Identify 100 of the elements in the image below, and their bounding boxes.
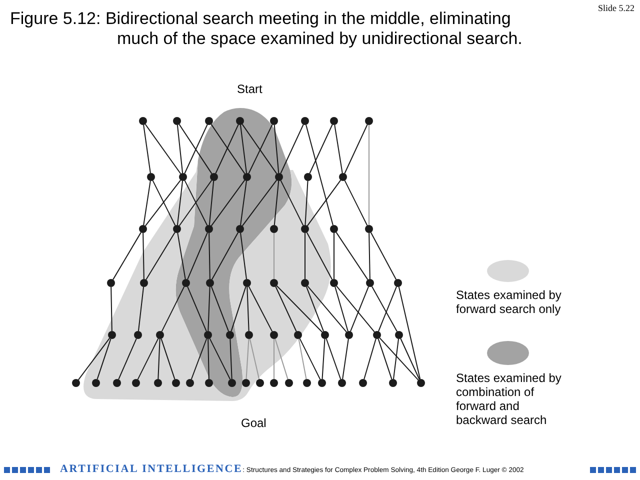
node-dot bbox=[318, 379, 326, 387]
node-dot bbox=[359, 379, 367, 387]
connector-line bbox=[187, 232, 208, 280]
connector-line bbox=[112, 232, 142, 280]
connector-line bbox=[368, 232, 370, 280]
connector-line bbox=[334, 124, 343, 174]
connector-line bbox=[96, 338, 112, 380]
node-dot bbox=[256, 379, 264, 387]
connector-line bbox=[248, 286, 273, 332]
connector-line bbox=[138, 286, 144, 332]
connector-line bbox=[240, 124, 247, 174]
connector-line bbox=[246, 338, 250, 380]
connector-line bbox=[299, 338, 321, 380]
connector-line bbox=[398, 286, 421, 380]
connector-line bbox=[249, 338, 260, 380]
connector-line bbox=[309, 124, 333, 174]
connector-line bbox=[152, 180, 176, 226]
connector-line bbox=[274, 338, 288, 380]
slide-number: Slide 5.22 bbox=[598, 3, 635, 14]
connector-line bbox=[336, 286, 375, 332]
connector-line bbox=[240, 180, 247, 226]
connector-line bbox=[177, 232, 186, 280]
connector-line bbox=[368, 124, 370, 226]
connector-line bbox=[210, 124, 246, 174]
connector-line bbox=[342, 338, 349, 380]
goal-label: Goal bbox=[241, 417, 266, 431]
connector-line bbox=[211, 232, 239, 280]
connector-line bbox=[306, 180, 342, 226]
connector-line bbox=[230, 338, 232, 380]
node-dot bbox=[107, 279, 115, 287]
connector-line bbox=[215, 124, 239, 174]
node-dot bbox=[366, 279, 374, 287]
node-dot bbox=[339, 173, 347, 181]
legend-text: States examined by forward search only bbox=[456, 288, 562, 316]
connector-line bbox=[275, 286, 297, 332]
connector-line bbox=[158, 338, 160, 380]
connector-line bbox=[322, 338, 326, 380]
connector-line bbox=[371, 286, 398, 332]
connector-line bbox=[246, 286, 250, 332]
node-dot bbox=[345, 331, 353, 339]
connector-line bbox=[307, 286, 347, 332]
connector-line bbox=[280, 180, 304, 226]
connector-line bbox=[210, 180, 246, 226]
connector-line bbox=[336, 232, 368, 280]
node-dot bbox=[179, 173, 187, 181]
connector-line bbox=[379, 337, 419, 381]
connector-line bbox=[209, 338, 231, 380]
connector-line bbox=[208, 286, 210, 332]
connector-line bbox=[276, 285, 323, 333]
connector-line bbox=[208, 180, 214, 226]
connector-line bbox=[178, 180, 212, 226]
connector-line bbox=[118, 338, 137, 380]
connector-line bbox=[176, 124, 184, 174]
connector-line bbox=[306, 232, 333, 280]
connector-line bbox=[370, 232, 397, 280]
connector-line bbox=[184, 124, 208, 174]
connector-line bbox=[393, 338, 399, 380]
node-dot bbox=[173, 117, 181, 125]
connector-line bbox=[304, 180, 308, 226]
node-dot bbox=[285, 379, 293, 387]
node-dot bbox=[338, 379, 346, 387]
start-label: Start bbox=[237, 83, 262, 97]
connector-line bbox=[208, 338, 210, 380]
connector-line bbox=[110, 286, 112, 332]
connector-line bbox=[210, 286, 230, 332]
connector-line bbox=[144, 124, 182, 174]
connector-line bbox=[306, 124, 334, 226]
connector-line bbox=[326, 338, 342, 380]
node-dot bbox=[395, 331, 403, 339]
connector-line bbox=[344, 180, 368, 226]
connector-line bbox=[143, 180, 151, 226]
node-dot bbox=[147, 173, 155, 181]
node-dot bbox=[330, 279, 338, 287]
connector-line bbox=[78, 338, 110, 380]
node-dot bbox=[330, 225, 338, 233]
node-dot bbox=[270, 379, 278, 387]
connector-line bbox=[248, 124, 273, 174]
node-dot bbox=[139, 117, 147, 125]
connector-line bbox=[400, 338, 420, 380]
connector-line bbox=[176, 180, 184, 226]
node-dot bbox=[301, 117, 309, 125]
node-dot bbox=[139, 225, 147, 233]
connector-line bbox=[230, 286, 246, 332]
connector-line bbox=[350, 286, 369, 332]
node-dot bbox=[304, 173, 312, 181]
connector-line bbox=[142, 232, 144, 280]
node-dot bbox=[394, 279, 402, 287]
connector-line bbox=[280, 124, 304, 174]
connector-line bbox=[242, 180, 278, 226]
connector-line bbox=[378, 338, 392, 380]
connector-line bbox=[144, 180, 182, 226]
legend-text: States examined by combination of forward and backward search bbox=[456, 371, 562, 427]
connector-line bbox=[160, 338, 176, 380]
connector-line bbox=[298, 338, 307, 380]
connector-line bbox=[344, 124, 368, 174]
node-dot bbox=[303, 379, 311, 387]
connector-line bbox=[304, 232, 306, 280]
connector-line bbox=[161, 286, 185, 332]
connector-line bbox=[334, 286, 348, 332]
connector-line bbox=[378, 286, 397, 332]
